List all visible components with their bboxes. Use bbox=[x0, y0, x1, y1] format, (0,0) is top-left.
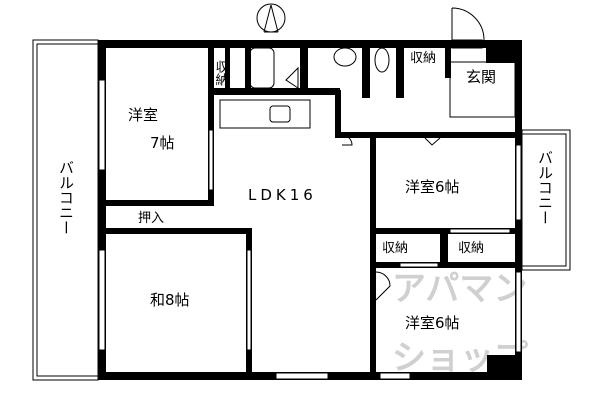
watermark-line-1: アパマン bbox=[392, 269, 527, 309]
room-label-storage-small: 収納 bbox=[213, 60, 229, 87]
room-label-japanese-8: 和8帖 bbox=[150, 291, 190, 309]
room-label-western-6-lower: 洋室6帖 bbox=[405, 314, 460, 332]
room-label-storage-top: 収納 bbox=[410, 51, 436, 66]
fixtures bbox=[219, 47, 516, 301]
room-label-entrance: 玄関 bbox=[466, 68, 496, 86]
room-label-storage-mid-left: 収納 bbox=[382, 241, 408, 256]
windows bbox=[98, 79, 522, 380]
room-label-western-7-size: 7帖 bbox=[150, 134, 175, 152]
room-label-ldk: LDK16 bbox=[248, 186, 317, 204]
north-arrow-icon bbox=[256, 3, 286, 33]
room-label-western-7-name: 洋室 bbox=[128, 106, 158, 124]
balcony-left-label: バルコニー bbox=[57, 160, 75, 235]
room-label-oshiire: 押入 bbox=[138, 211, 164, 226]
balcony-right-label: バルコニー bbox=[536, 150, 554, 225]
room-label-storage-mid-right: 収納 bbox=[458, 241, 484, 256]
room-label-western-6-upper: 洋室6帖 bbox=[405, 178, 460, 196]
